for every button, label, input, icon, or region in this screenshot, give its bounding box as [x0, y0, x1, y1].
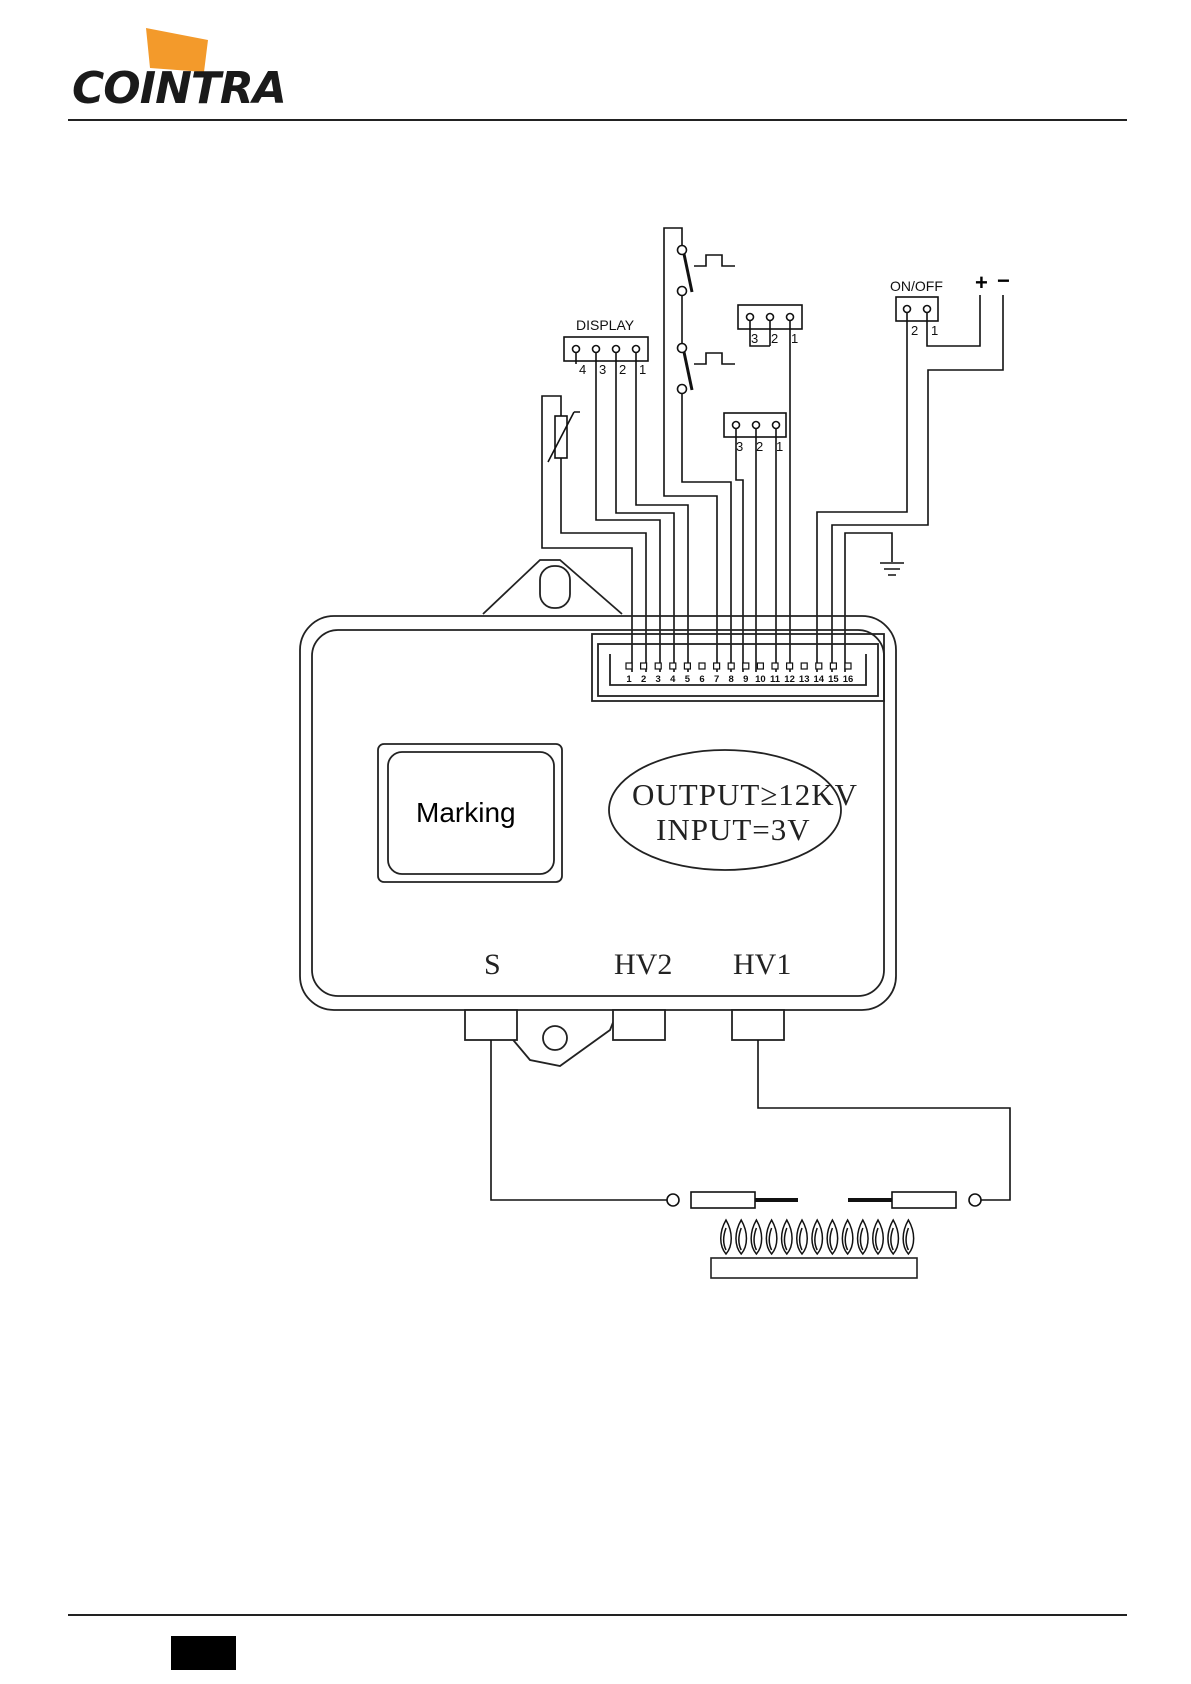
main-connector-pin-3	[655, 663, 661, 669]
flame-icon	[903, 1220, 914, 1254]
flame-icon	[812, 1220, 823, 1254]
display-label: DISPLAY	[576, 317, 635, 333]
flame-icon	[842, 1220, 853, 1254]
main-connector-pin-label-8: 8	[729, 674, 734, 685]
onoff-pin-1: 1	[931, 323, 938, 338]
main-connector-pin-label-10: 10	[755, 674, 766, 685]
main-connector-pin-8	[728, 663, 734, 669]
page-number-box	[171, 1636, 236, 1670]
display-pin-4: 4	[579, 362, 586, 377]
main-connector-pin-label-6: 6	[699, 674, 704, 685]
main-connector-pin-label-13: 13	[799, 674, 810, 685]
main-connector-pin-label-9: 9	[743, 674, 748, 685]
battery-plus: +	[975, 270, 988, 295]
terminal-hv1-label: HV1	[733, 948, 791, 981]
main-connector-pin-label-14: 14	[814, 674, 825, 685]
main-connector-pin-13	[801, 663, 807, 669]
terminal-hv2-label: HV2	[614, 948, 672, 981]
main-connector-pin-label-11: 11	[770, 674, 781, 685]
output-spec-text: OUTPUT≥12KV	[632, 777, 858, 812]
display-pin-1: 1	[639, 362, 646, 377]
flame-icon	[888, 1220, 899, 1254]
display-pin-2: 2	[619, 362, 626, 377]
onoff-connector	[896, 297, 938, 321]
main-connector-pin-label-16: 16	[843, 674, 854, 685]
main-connector-pin-1	[626, 663, 632, 669]
flame-icon	[751, 1220, 762, 1254]
main-connector-pin-label-3: 3	[656, 674, 661, 685]
main-connector-pin-label-4: 4	[670, 674, 676, 685]
main-connector-pin-16	[845, 663, 851, 669]
main-connector-pin-9	[743, 663, 749, 669]
brand-logo: COINTRA	[72, 28, 286, 114]
flame-icon	[827, 1220, 838, 1254]
terminal-s-label: S	[484, 948, 501, 981]
thermistor-icon	[548, 412, 580, 462]
main-connector-pin-7	[714, 663, 720, 669]
output-terminals	[465, 1010, 784, 1040]
main-connector-pin-11	[772, 663, 778, 669]
main-connector-pin-4	[670, 663, 676, 669]
flame-icon	[797, 1220, 808, 1254]
pressure-switches-icon	[678, 246, 736, 394]
main-connector-pin-5	[684, 663, 690, 669]
connector-a-pin-2: 2	[771, 331, 778, 346]
main-connector-pin-6	[699, 663, 705, 669]
input-spec-text: INPUT=3V	[656, 812, 811, 847]
main-connector-pin-2	[641, 663, 647, 669]
flame-icon	[736, 1220, 747, 1254]
main-connector-pin-label-12: 12	[784, 674, 795, 685]
marking-text: Marking	[416, 797, 516, 828]
battery-minus: −	[997, 268, 1010, 293]
main-connector-pin-label-5: 5	[685, 674, 691, 685]
onoff-label: ON/OFF	[890, 278, 943, 294]
main-connector-pin-label-1: 1	[626, 674, 632, 685]
flame-icon	[766, 1220, 777, 1254]
flame-icon	[782, 1220, 793, 1254]
connector-b-pin-2: 2	[756, 439, 763, 454]
burner-bar	[711, 1258, 917, 1278]
electrode-wiring	[491, 1040, 1010, 1200]
onoff-pin-2: 2	[911, 323, 918, 338]
display-pin-3: 3	[599, 362, 606, 377]
main-connector-pin-12	[787, 663, 793, 669]
connector-b-pin-1: 1	[776, 439, 783, 454]
flame-icon	[721, 1220, 732, 1254]
ignition-electrodes	[667, 1192, 981, 1208]
logo-text: COINTRA	[72, 63, 286, 114]
main-connector-pin-label-15: 15	[828, 674, 839, 685]
main-connector-pin-label-2: 2	[641, 674, 646, 685]
burner-flames-icon	[721, 1220, 914, 1254]
main-connector-pin-label-7: 7	[714, 674, 719, 685]
main-connector-pin-15	[830, 663, 836, 669]
flame-icon	[858, 1220, 869, 1254]
flame-icon	[873, 1220, 884, 1254]
main-connector-pin-14	[816, 663, 822, 669]
connector-a-pin-1: 1	[791, 331, 798, 346]
connector-a-pin-3: 3	[751, 331, 758, 346]
connector-b-pin-3: 3	[736, 439, 743, 454]
main-connector-pin-10	[757, 663, 763, 669]
